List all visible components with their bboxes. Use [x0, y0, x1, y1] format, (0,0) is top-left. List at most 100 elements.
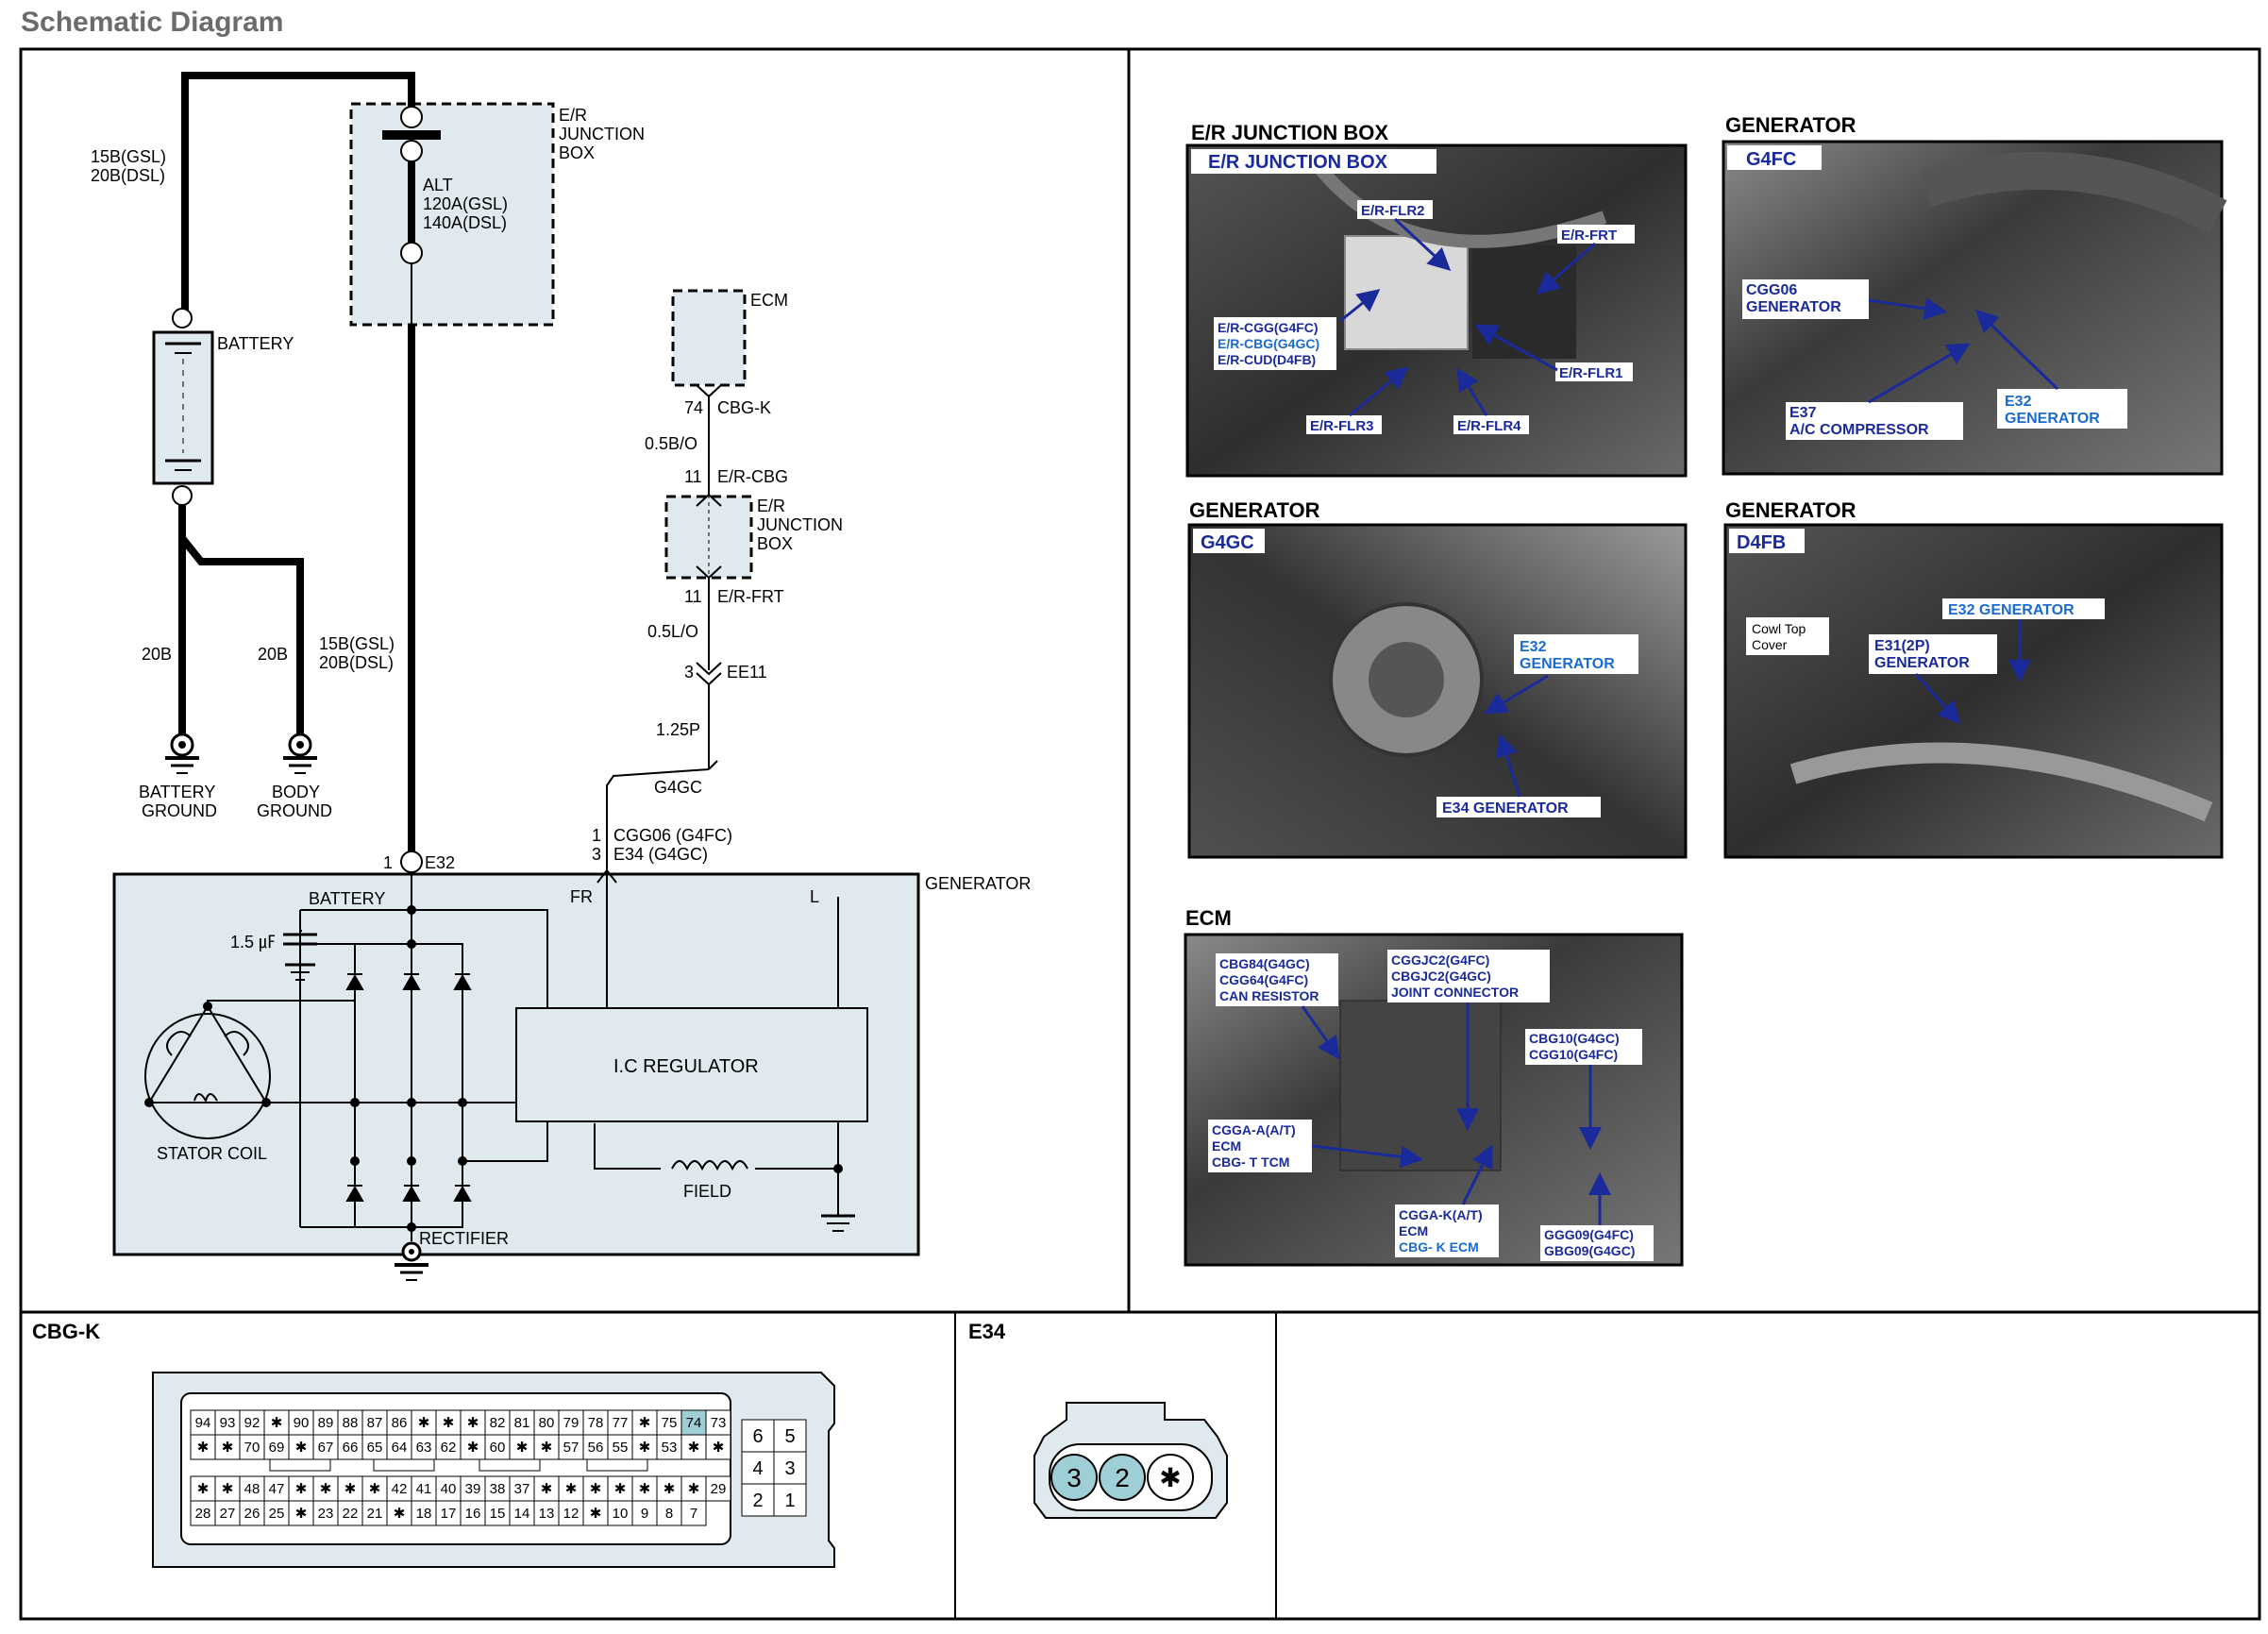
cbgk-pin-cell [435, 1434, 462, 1460]
cbgk-pin-label: 92 [244, 1415, 260, 1431]
cbgk-pin-cell [631, 1475, 658, 1502]
cbgk-pin-cell [656, 1475, 682, 1502]
label-ecm-2: ECM [1399, 1223, 1428, 1238]
er-box-label-3: BOX [559, 143, 595, 162]
cbgk-small-cell [773, 1483, 807, 1517]
cbgk-pin-label: 16 [465, 1506, 481, 1522]
cbgk-pin-label: ✱ [222, 1481, 234, 1497]
label-cover: Cover [1752, 637, 1788, 652]
cbgk-key-tab [479, 1458, 541, 1472]
cbgk-pin-label: 26 [244, 1506, 260, 1522]
label-cbgjc2: CBGJC2(G4GC) [1391, 969, 1491, 984]
cbgk-pin-label: 81 [514, 1415, 530, 1431]
wire-05bo: 0.5B/O [645, 434, 697, 453]
cbgk-pin-cell [705, 1409, 731, 1436]
battery-main-wire [181, 72, 415, 316]
cbgk-title: CBG-K [32, 1320, 100, 1343]
ic-regulator [515, 1007, 868, 1122]
er-cbg-label: E/R-CBG [717, 467, 788, 486]
alt-label: ALT [423, 176, 453, 194]
cbgk-pin-cell [680, 1434, 707, 1460]
label-e31-generator: GENERATOR [1874, 655, 1970, 671]
fuse-terminal-top [400, 106, 423, 128]
field-label: FIELD [683, 1182, 731, 1201]
cbgk-pin-cell [386, 1409, 412, 1436]
cbgk-pin-label: 80 [539, 1415, 555, 1431]
cbgk-pin-label: 94 [195, 1415, 211, 1431]
cbgk-pin-label: ✱ [344, 1481, 357, 1497]
label-er-flr3: E/R-FLR3 [1310, 418, 1374, 434]
label-cowl-top: Cowl Top [1752, 621, 1806, 636]
e32-pin: 1 [383, 853, 393, 872]
fr-label: FR [570, 887, 593, 906]
label-gbg09: GBG09(G4GC) [1544, 1243, 1635, 1258]
label-cgg06: CGG06 [1746, 282, 1797, 298]
label-er-cgg: E/R-CGG(G4FC) [1218, 320, 1319, 335]
cbgk-pin-cell [239, 1434, 265, 1460]
cbgk-pin-label: ✱ [541, 1440, 553, 1456]
cbgk-pin-label: ✱ [713, 1440, 725, 1456]
cbgk-pin-label: 23 [318, 1506, 334, 1522]
conn-1-label: CGG06 (G4FC) [613, 826, 732, 845]
cbgk-pin-label: 13 [539, 1506, 555, 1522]
cbgk-pin-label: 37 [514, 1481, 530, 1497]
generator-label: GENERATOR [925, 874, 1031, 893]
cbgk-pin-label: 53 [662, 1440, 678, 1456]
cbgk-pin-cell [460, 1434, 486, 1460]
cbgk-pin-cell [288, 1475, 314, 1502]
cbgk-key-tab [586, 1458, 648, 1472]
e34-title: E34 [968, 1320, 1006, 1343]
cbgk-pin-cell [607, 1475, 633, 1502]
cbgk-pin-cell [558, 1500, 584, 1526]
photo-er-junction-box: E/R JUNCTION BOX E/R JUNCTION BOX E/R-FL… [1185, 121, 1688, 478]
cbgk-pin-cell [263, 1500, 290, 1526]
l-label: L [810, 887, 819, 906]
cbgk-pin-label: 56 [588, 1440, 604, 1456]
label-e32-generator: GENERATOR [2005, 411, 2100, 427]
cbgk-pin-label: 86 [392, 1415, 408, 1431]
cbgk-pin-label: 93 [220, 1415, 236, 1431]
cbgk-pin-label: ✱ [369, 1481, 381, 1497]
cbgk-pin-cell [263, 1409, 290, 1436]
pin-11a: 11 [684, 467, 702, 486]
cbgk-pin-cell [435, 1500, 462, 1526]
cbgk-pin-label: 78 [588, 1415, 604, 1431]
rectifier-diodes [345, 973, 472, 1202]
label-joint-connector: JOINT CONNECTOR [1391, 985, 1519, 1000]
e34-pin [1099, 1454, 1146, 1501]
cbgk-pin-label: 77 [613, 1415, 629, 1431]
capacitor [283, 921, 317, 981]
cbgk-pin-cell [411, 1500, 437, 1526]
cbgk-pin-label: 38 [490, 1481, 506, 1497]
label-er-cud: E/R-CUD(D4FB) [1218, 352, 1316, 367]
label-e34-generator: E34 GENERATOR [1442, 800, 1569, 817]
cbgk-small-label: 2 [752, 1491, 763, 1511]
battery-ground-label-1: BATTERY [139, 783, 215, 801]
page-title: Schematic Diagram [21, 7, 283, 38]
cbgk-pin-label: ✱ [664, 1481, 676, 1497]
ecm-box [671, 289, 747, 387]
alt-rating-dsl: 140A(DSL) [423, 213, 507, 232]
cbgk-pin-label: 9 [641, 1506, 648, 1522]
capacitor-label: 1.5 ㎌ [230, 933, 276, 952]
cbgk-pin-cell [386, 1500, 412, 1526]
label-er-flr2: E/R-FLR2 [1361, 203, 1425, 219]
label-ggg09: GGG09(G4FC) [1544, 1227, 1634, 1242]
stator-label: STATOR COIL [157, 1144, 267, 1163]
label-cbg-t-tcm: CBG- T TCM [1212, 1154, 1289, 1170]
cbgk-pin-label: ✱ [639, 1481, 651, 1497]
photo-4-title: GENERATOR [1725, 498, 1856, 522]
photo-generator-g4gc: GENERATOR G4GC E32 GENERATOR E34 GENERAT… [1187, 498, 1688, 859]
er-box2-label-3: BOX [757, 534, 793, 553]
cbgk-small-label: 4 [752, 1458, 763, 1479]
cbgk-pin-label: 82 [490, 1415, 506, 1431]
cbgk-pin-label: ✱ [320, 1481, 332, 1497]
cbgk-pin-label: 22 [343, 1506, 359, 1522]
photo-4-tag: D4FB [1737, 532, 1786, 553]
cbgk-pin-label: 66 [343, 1440, 359, 1456]
cbgk-pin-label: 12 [563, 1506, 580, 1522]
cbgk-small-label: 6 [752, 1426, 763, 1447]
cbgk-pin-label: 18 [416, 1506, 432, 1522]
label-er-frt: E/R-FRT [1561, 227, 1617, 244]
